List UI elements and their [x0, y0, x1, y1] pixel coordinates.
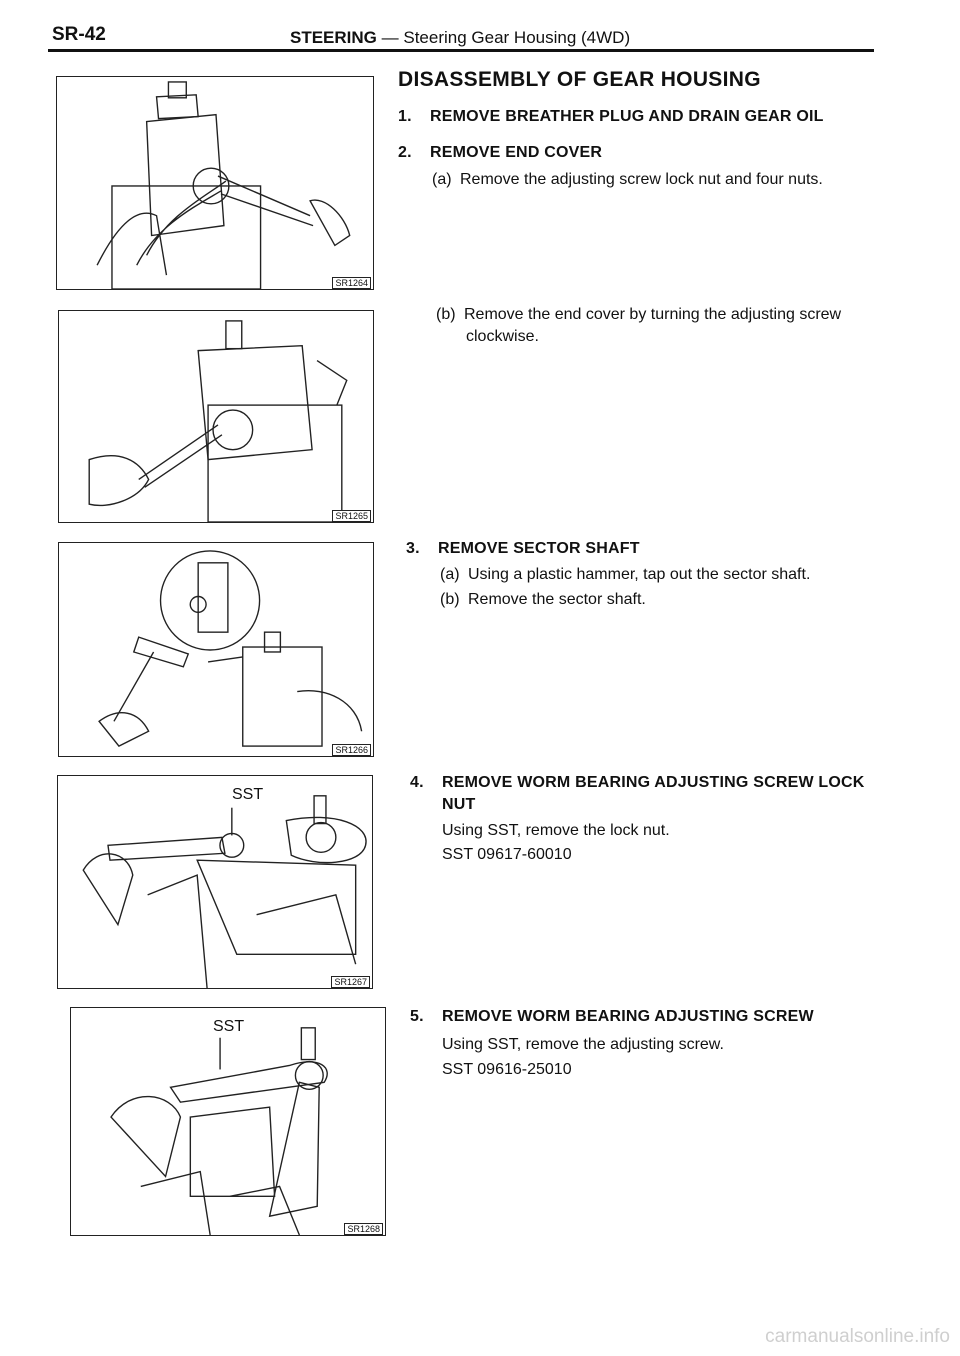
step-number: 5.: [410, 1008, 424, 1025]
step-2-item-b-cont: clockwise.: [466, 328, 539, 345]
illustration-remove-end-cover: [88, 320, 348, 522]
item-label: (b): [440, 591, 460, 608]
header-rule: [48, 49, 874, 52]
step-4-title: 4. REMOVE WORM BEARING ADJUSTING SCREW LO…: [410, 774, 865, 792]
illustration-remove-nuts: [96, 81, 351, 289]
step-text: REMOVE END COVER: [430, 144, 603, 161]
illustration-tap-sector-shaft: [98, 550, 363, 747]
figure-code: SR1268: [344, 1223, 383, 1235]
item-text: Remove the end cover by turning the adju…: [464, 306, 842, 323]
item-label: (b): [436, 306, 456, 323]
page-title: DISASSEMBLY OF GEAR HOUSING: [398, 68, 761, 91]
step-number: 1.: [398, 108, 412, 125]
step-4-line-1: Using SST, remove the lock nut.: [442, 822, 670, 839]
step-number: 2.: [398, 144, 412, 161]
item-text: Using a plastic hammer, tap out the sect…: [468, 566, 811, 583]
watermark: carmanualsonline.info: [765, 1326, 950, 1347]
step-3-item-b: (b) Remove the sector shaft.: [440, 591, 646, 609]
step-5-line-2: SST 09616-25010: [442, 1061, 572, 1078]
step-5-line-1: Using SST, remove the adjusting screw.: [442, 1036, 724, 1053]
subsection-title: — Steering Gear Housing (4WD): [381, 28, 631, 47]
figure-sr1264: SR1264: [56, 76, 374, 290]
figure-code: SR1264: [332, 277, 371, 289]
item-text: Remove the sector shaft.: [468, 591, 646, 608]
figure-code: SR1265: [332, 510, 371, 522]
step-number: 4.: [410, 774, 424, 791]
step-text: REMOVE WORM BEARING ADJUSTING SCREW LOCK: [442, 774, 865, 791]
figure-sr1266: SR1266: [58, 542, 374, 757]
item-label: (a): [440, 566, 460, 583]
figure-code: SR1266: [332, 744, 371, 756]
sst-label: SST: [213, 1018, 245, 1035]
figure-sr1268: SST SR1268: [70, 1007, 386, 1236]
section-title: STEERING: [290, 28, 377, 47]
illustration-remove-lock-nut: [82, 795, 367, 988]
step-2-item-a: (a) Remove the adjusting screw lock nut a…: [432, 171, 823, 189]
step-4-line-2: SST 09617-60010: [442, 846, 572, 863]
step-1-title: 1. REMOVE BREATHER PLUG AND DRAIN GEAR OI…: [398, 108, 824, 126]
figure-code: SR1267: [331, 976, 370, 988]
step-text: REMOVE BREATHER PLUG AND DRAIN GEAR OIL: [430, 108, 824, 125]
step-2-title: 2. REMOVE END COVER: [398, 144, 602, 162]
figure-sr1267: SST SR1267: [57, 775, 373, 989]
page-number: SR-42: [52, 24, 106, 45]
step-3-title: 3. REMOVE SECTOR SHAFT: [406, 540, 640, 558]
figure-sr1265: SR1265: [58, 310, 374, 523]
step-2-item-b: (b) Remove the end cover by turning the a…: [436, 306, 841, 324]
step-5-title: 5. REMOVE WORM BEARING ADJUSTING SCREW: [410, 1008, 814, 1026]
step-number: 3.: [406, 540, 420, 557]
step-4-title-cont: NUT: [442, 796, 476, 813]
step-3-item-a: (a) Using a plastic hammer, tap out the s…: [440, 566, 810, 584]
sst-label: SST: [232, 786, 264, 803]
item-text: Remove the adjusting screw lock nut and …: [460, 171, 823, 188]
item-label: (a): [432, 171, 452, 188]
step-text: REMOVE SECTOR SHAFT: [438, 540, 640, 557]
step-text: REMOVE WORM BEARING ADJUSTING SCREW: [442, 1008, 814, 1025]
illustration-remove-adjusting-screw: [110, 1027, 328, 1235]
page-header: STEERING — Steering Gear Housing (4WD): [290, 28, 630, 48]
